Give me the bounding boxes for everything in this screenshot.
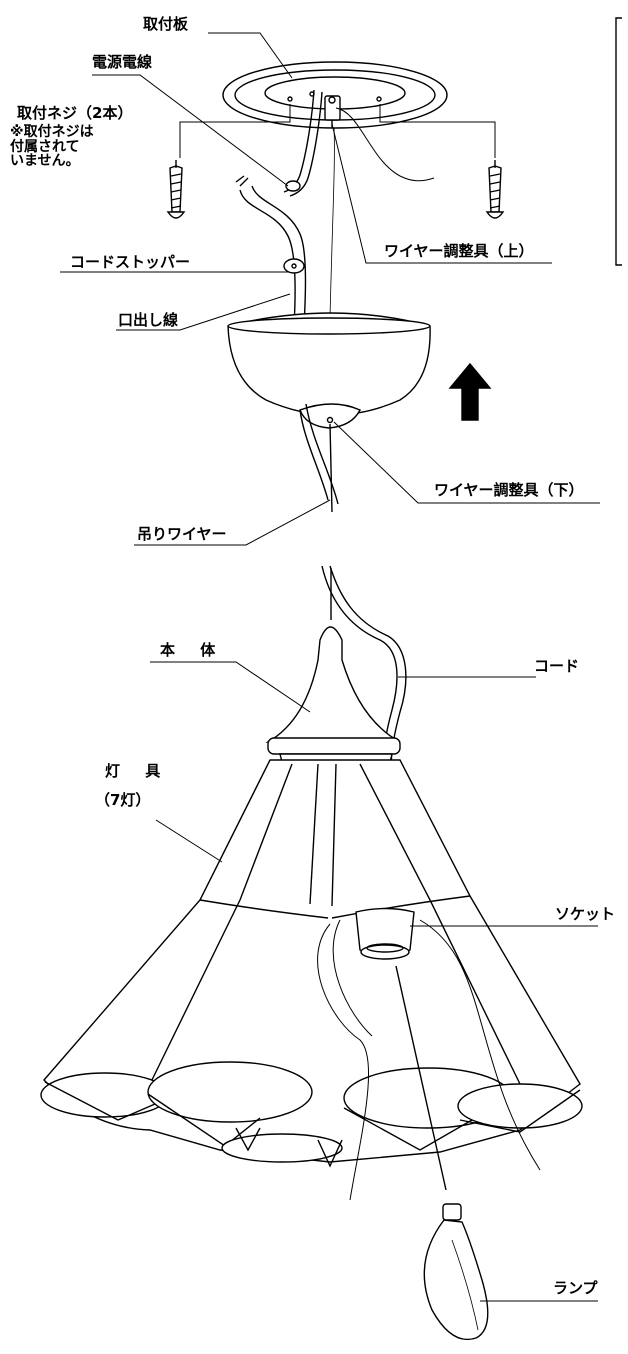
- leader-wire-adjuster-upper: [332, 124, 552, 263]
- label-power-wire: 電源電線: [92, 53, 153, 71]
- outlet-wire: [240, 186, 305, 326]
- leader-mounting-plate: [208, 33, 292, 78]
- lamp-shades: [41, 760, 582, 1166]
- mounting-plate: [223, 62, 447, 128]
- leader-fixture: [156, 820, 222, 862]
- label-cord-stopper: コードストッパー: [70, 253, 191, 271]
- leader-hanging-wire: [134, 500, 330, 545]
- leader-outlet-wire: [116, 294, 290, 330]
- label-socket: ソケット: [555, 905, 616, 923]
- label-wire-adjuster-lower: ワイヤー調整具（下）: [434, 481, 584, 499]
- label-main-body: 本 体: [160, 641, 226, 659]
- main-body: [268, 627, 400, 762]
- screw-leader-right: [380, 104, 495, 158]
- mounting-screw-right: [487, 160, 503, 218]
- power-wire: [236, 90, 322, 196]
- leader-main-body: [150, 662, 310, 712]
- ceiling-canopy: [228, 313, 430, 428]
- mounting-screw-left: [168, 160, 184, 218]
- side-bracket: [616, 18, 622, 265]
- wire-adjuster-upper: [325, 96, 434, 420]
- leader-power-wire: [92, 75, 288, 186]
- label-cord: コード: [534, 657, 580, 675]
- label-mounting-screws: 取付ネジ（2本）: [17, 104, 133, 122]
- label-fixture-count: （7灯）: [95, 791, 151, 809]
- label-lamp: ランプ: [553, 1279, 598, 1297]
- label-fixture: 灯 具: [105, 762, 171, 780]
- leader-wire-adjuster-lower: [334, 422, 600, 503]
- label-hanging-wire: 吊りワイヤー: [137, 525, 227, 543]
- up-arrow-icon: [450, 364, 490, 420]
- lamp-bulb: [396, 966, 488, 1339]
- label-screws-note: ※取付ネジは 付属されて いません。: [10, 124, 94, 170]
- label-mounting-plate: 取付板: [143, 15, 189, 33]
- socket: [318, 909, 540, 1201]
- label-outlet-wire: 口出し線: [118, 311, 179, 329]
- screw-leader-left: [180, 104, 290, 158]
- label-wire-adjuster-upper: ワイヤー調整具（上）: [384, 242, 534, 260]
- cord-upper: [300, 404, 338, 512]
